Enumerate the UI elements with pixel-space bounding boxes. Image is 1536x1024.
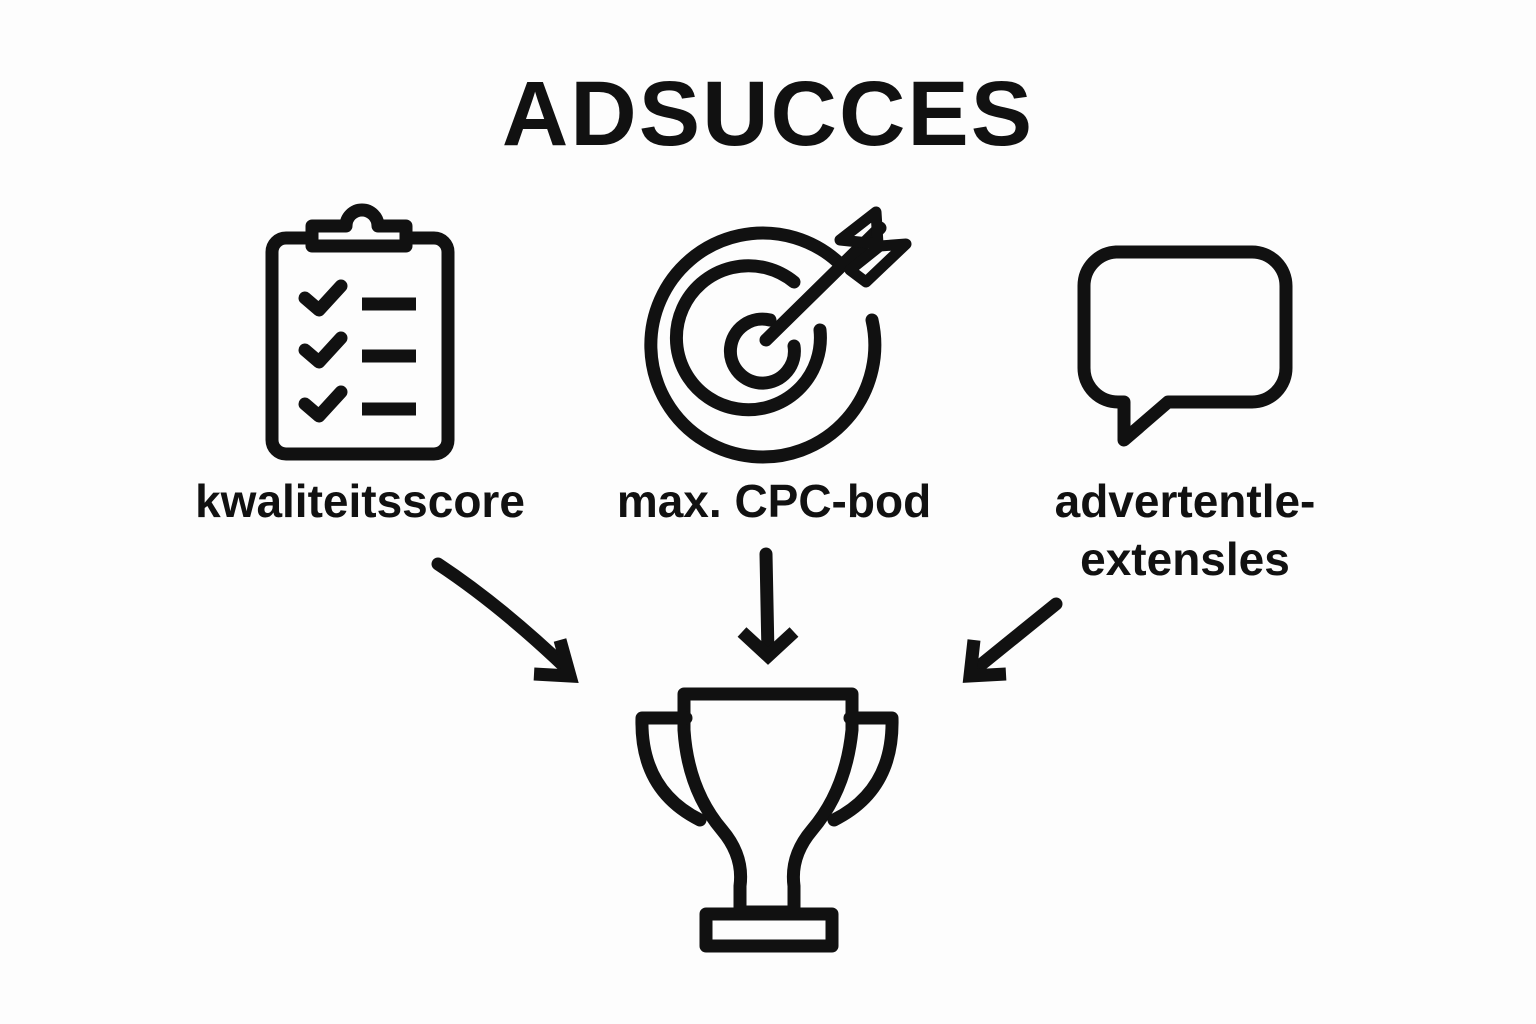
factor-label-ad-extensions: advertentle- extensles bbox=[1000, 472, 1370, 588]
arrow-left bbox=[431, 557, 579, 683]
trophy-icon bbox=[635, 687, 899, 953]
factor-label-ad-extensions-line2: extensles bbox=[1080, 533, 1290, 585]
factor-label-ad-extensions-line1: advertentle- bbox=[1054, 475, 1316, 527]
arrow-right bbox=[962, 597, 1063, 683]
speech-bubble-icon bbox=[1077, 245, 1293, 447]
arrow-center bbox=[737, 547, 799, 665]
target-arrow-icon bbox=[644, 206, 912, 464]
diagram-title: ADSUCCES bbox=[501, 63, 1035, 165]
factor-label-max-cpc-bid: max. CPC-bod bbox=[616, 475, 932, 527]
factor-label-quality-score: kwaliteitsscore bbox=[195, 475, 525, 527]
clipboard-checklist-icon bbox=[265, 203, 455, 461]
